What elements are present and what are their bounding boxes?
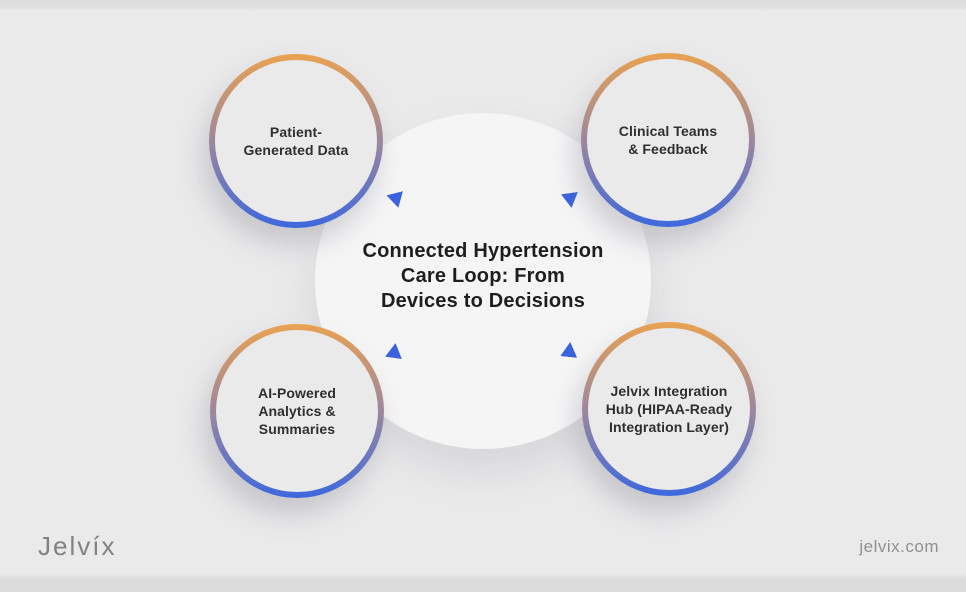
website-url: jelvix.com [859,537,939,556]
node-inner: Clinical Teams & Feedback [587,59,749,221]
jelvix-logo: Jelvíx [38,531,117,561]
node-label: Clinical Teams & Feedback [618,123,718,157]
node-clinical-teams-feedback: Clinical Teams & Feedback [581,53,755,227]
node-patient-generated-data: Patient- Generated Data [209,54,383,228]
node-inner: AI-Powered Analytics & Summaries [216,330,378,492]
diagram-title: Connected Hypertension Care Loop: From D… [362,239,604,312]
node-ai-powered-analytics: AI-Powered Analytics & Summaries [210,324,384,498]
node-label: AI-Powered Analytics & Summaries [257,385,336,437]
node-inner: Patient- Generated Data [215,60,377,222]
node-label: Jelvix Integration Hub (HIPAA-Ready Inte… [605,383,733,435]
node-jelvix-integration-hub: Jelvix Integration Hub (HIPAA-Ready Inte… [582,322,756,496]
node-inner: Jelvix Integration Hub (HIPAA-Ready Inte… [588,328,750,490]
node-label: Patient- Generated Data [243,124,349,158]
